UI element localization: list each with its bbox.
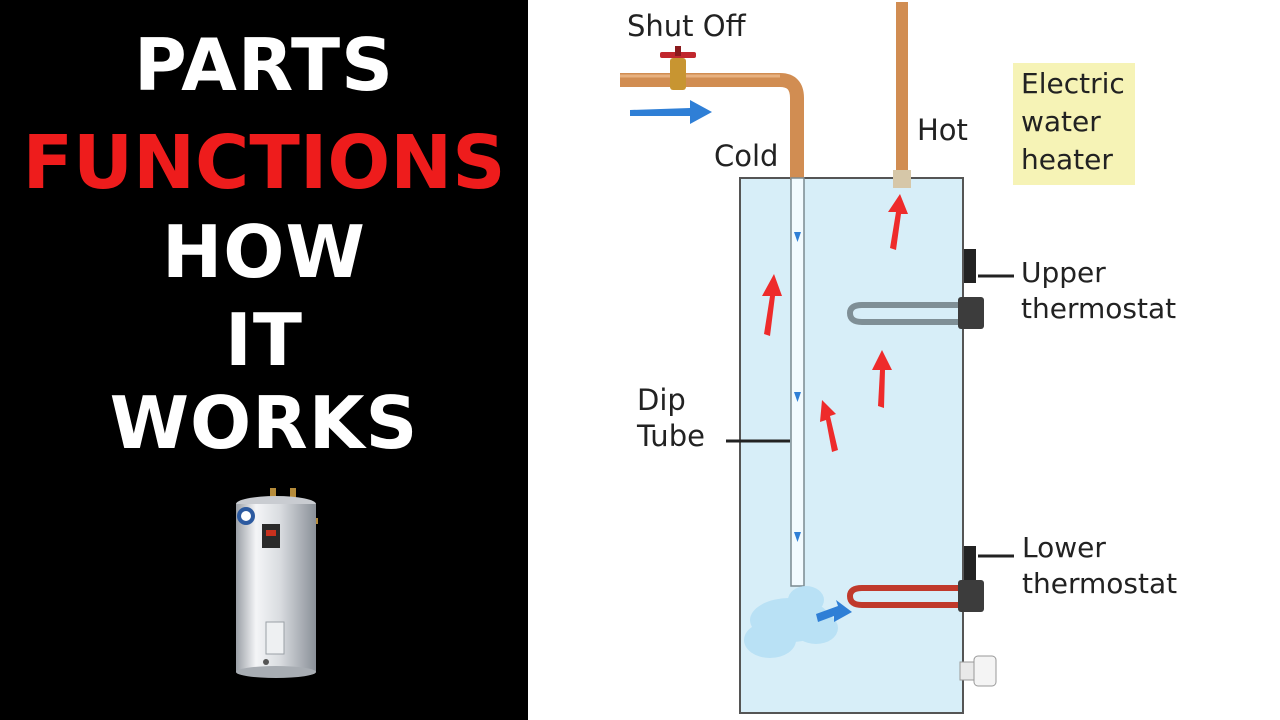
cold-spread-arrow (816, 600, 852, 622)
legend-electric-water-heater: Electric water heater (1021, 65, 1125, 179)
label-upper-thermostat: Upper thermostat (1021, 255, 1176, 327)
upper-thermostat-box (964, 249, 976, 283)
label-hot: Hot (917, 113, 968, 147)
cold-inlet-pipe (620, 73, 804, 180)
title-it: IT (225, 298, 303, 382)
shutoff-valve-icon (660, 46, 696, 90)
upper-heating-element (846, 302, 960, 325)
title-functions: FUNCTIONS (22, 120, 506, 206)
hot-outlet-pipe (896, 2, 908, 172)
legend-line-3: heater (1021, 143, 1113, 176)
label-lower-thermostat-line-1: Lower (1022, 531, 1106, 564)
cold-water-cloud (744, 586, 838, 658)
cold-flow-arrow (630, 100, 712, 124)
label-upper-thermostat-line-2: thermostat (1021, 292, 1177, 325)
label-dip-tube-line-1: Dip (637, 383, 686, 417)
label-cold: Cold (714, 139, 779, 173)
label-dip-tube: Dip Tube (637, 382, 705, 454)
drain-valve-icon (959, 655, 997, 687)
title-how: HOW (162, 210, 366, 294)
legend-line-2: water (1021, 105, 1101, 138)
legend-box (1013, 63, 1135, 185)
legend-line-1: Electric (1021, 67, 1125, 100)
water-heater-icon (236, 488, 318, 678)
title-parts: PARTS (133, 23, 395, 107)
label-lower-thermostat-line-2: thermostat (1022, 567, 1178, 600)
lower-thermostat-box (964, 546, 976, 580)
dip-tube (790, 177, 805, 587)
water-heater-diagram (620, 2, 1014, 714)
label-shut-off: Shut Off (627, 9, 746, 43)
title-panel: PARTS FUNCTIONS HOW IT WORKS (0, 0, 528, 720)
hot-flow-arrows (762, 194, 908, 452)
label-dip-tube-line-2: Tube (637, 419, 705, 453)
lower-heating-element (846, 585, 960, 608)
label-upper-thermostat-line-1: Upper (1021, 256, 1106, 289)
title-works: WORKS (109, 381, 419, 465)
label-lower-thermostat: Lower thermostat (1022, 530, 1177, 602)
